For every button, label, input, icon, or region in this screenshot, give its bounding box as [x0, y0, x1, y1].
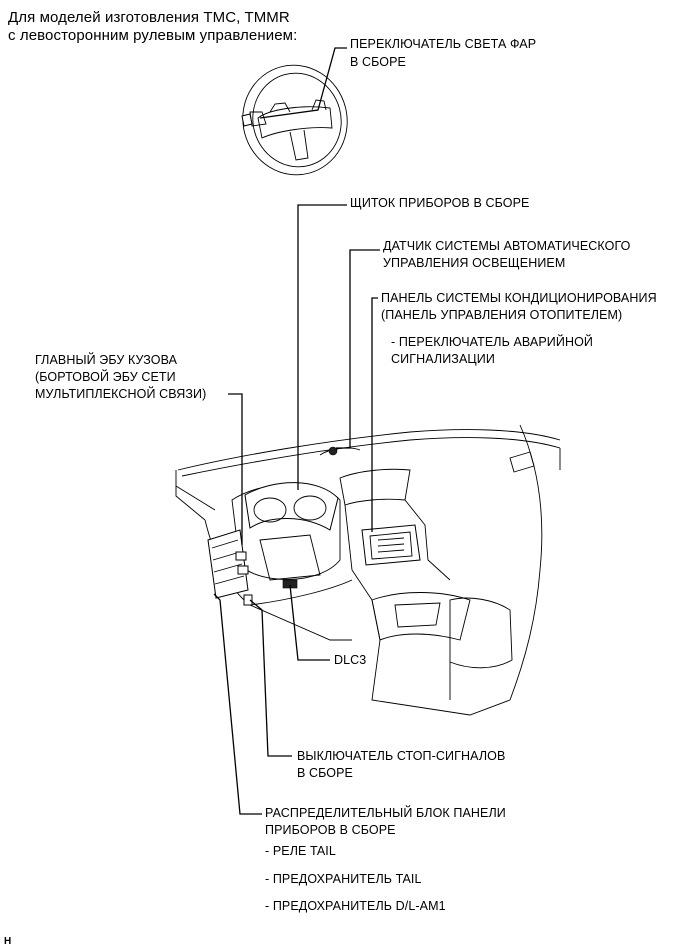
- instrument-panel-illustration: [175, 424, 561, 716]
- leader-lines: [213, 47, 380, 815]
- heading-line-2: с левосторонним рулевым управлением:: [8, 27, 298, 44]
- label-stop-light-switch-1: ВЫКЛЮЧАТЕЛЬ СТОП-СИГНАЛОВ: [297, 749, 506, 763]
- label-ac-panel-2: (ПАНЕЛЬ УПРАВЛЕНИЯ ОТОПИТЕЛЕМ): [381, 308, 623, 322]
- label-combination-meter: ЩИТОК ПРИБОРОВ В СБОРЕ: [350, 196, 530, 210]
- label-light-sensor-2: УПРАВЛЕНИЯ ОСВЕЩЕНИЕМ: [383, 256, 566, 270]
- label-hazard-switch-2: СИГНАЛИЗАЦИИ: [391, 352, 495, 366]
- label-main-body-ecu-3: МУЛЬТИПЛЕКСНОЙ СВЯЗИ): [35, 387, 207, 401]
- figure-code: H: [4, 936, 12, 947]
- label-dlc3: DLC3: [334, 653, 367, 667]
- steering-wheel-illustration: [241, 64, 348, 176]
- label-tail-relay: - РЕЛЕ TAIL: [265, 844, 336, 858]
- label-main-body-ecu-1: ГЛАВНЫЙ ЭБУ КУЗОВА: [35, 353, 178, 367]
- label-headlight-switch-1: ПЕРЕКЛЮЧАТЕЛЬ СВЕТА ФАР: [350, 37, 537, 51]
- label-stop-light-switch-2: В СБОРЕ: [297, 766, 353, 780]
- label-tail-fuse: - ПРЕДОХРАНИТЕЛЬ TAIL: [265, 872, 422, 886]
- label-hazard-switch-1: - ПЕРЕКЛЮЧАТЕЛЬ АВАРИЙНОЙ: [391, 335, 594, 349]
- heading-line-1: Для моделей изготовления TMC, TMMR: [8, 9, 290, 26]
- label-dl-am1-fuse: - ПРЕДОХРАНИТЕЛЬ D/L-AM1: [265, 899, 446, 913]
- label-light-sensor-1: ДАТЧИК СИСТЕМЫ АВТОМАТИЧЕСКОГО: [383, 239, 631, 253]
- label-main-body-ecu-2: (БОРТОВОЙ ЭБУ СЕТИ: [35, 370, 176, 384]
- label-junction-block-2: ПРИБОРОВ В СБОРЕ: [265, 823, 396, 837]
- label-ac-panel-1: ПАНЕЛЬ СИСТЕМЫ КОНДИЦИОНИРОВАНИЯ: [381, 291, 657, 305]
- label-junction-block-1: РАСПРЕДЕЛИТЕЛЬНЫЙ БЛОК ПАНЕЛИ: [265, 806, 506, 820]
- label-headlight-switch-2: В СБОРЕ: [350, 55, 406, 69]
